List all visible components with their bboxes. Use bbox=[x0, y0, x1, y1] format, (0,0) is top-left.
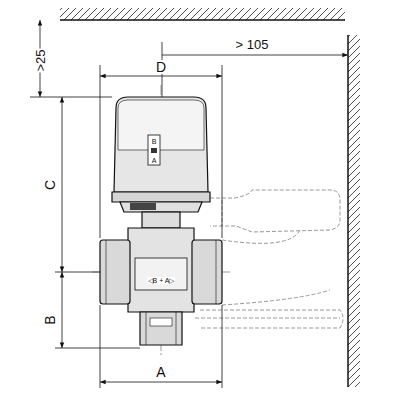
dimension-label: > 105 bbox=[235, 38, 270, 51]
dimension-label: >25 bbox=[34, 48, 47, 72]
position-mark: A bbox=[151, 157, 158, 164]
flow-marking: ◁B + A▷ bbox=[147, 277, 176, 284]
dimension-letter: D bbox=[155, 60, 167, 74]
position-mark: B bbox=[151, 138, 158, 145]
dimension-letter: B bbox=[43, 314, 57, 325]
dimension-letter: A bbox=[155, 365, 166, 379]
actuator bbox=[112, 97, 210, 212]
dimension-letter: C bbox=[43, 179, 57, 191]
valve-body bbox=[100, 212, 222, 345]
walls bbox=[60, 8, 360, 387]
dimension-lines bbox=[30, 20, 348, 388]
center-lines bbox=[92, 85, 232, 355]
